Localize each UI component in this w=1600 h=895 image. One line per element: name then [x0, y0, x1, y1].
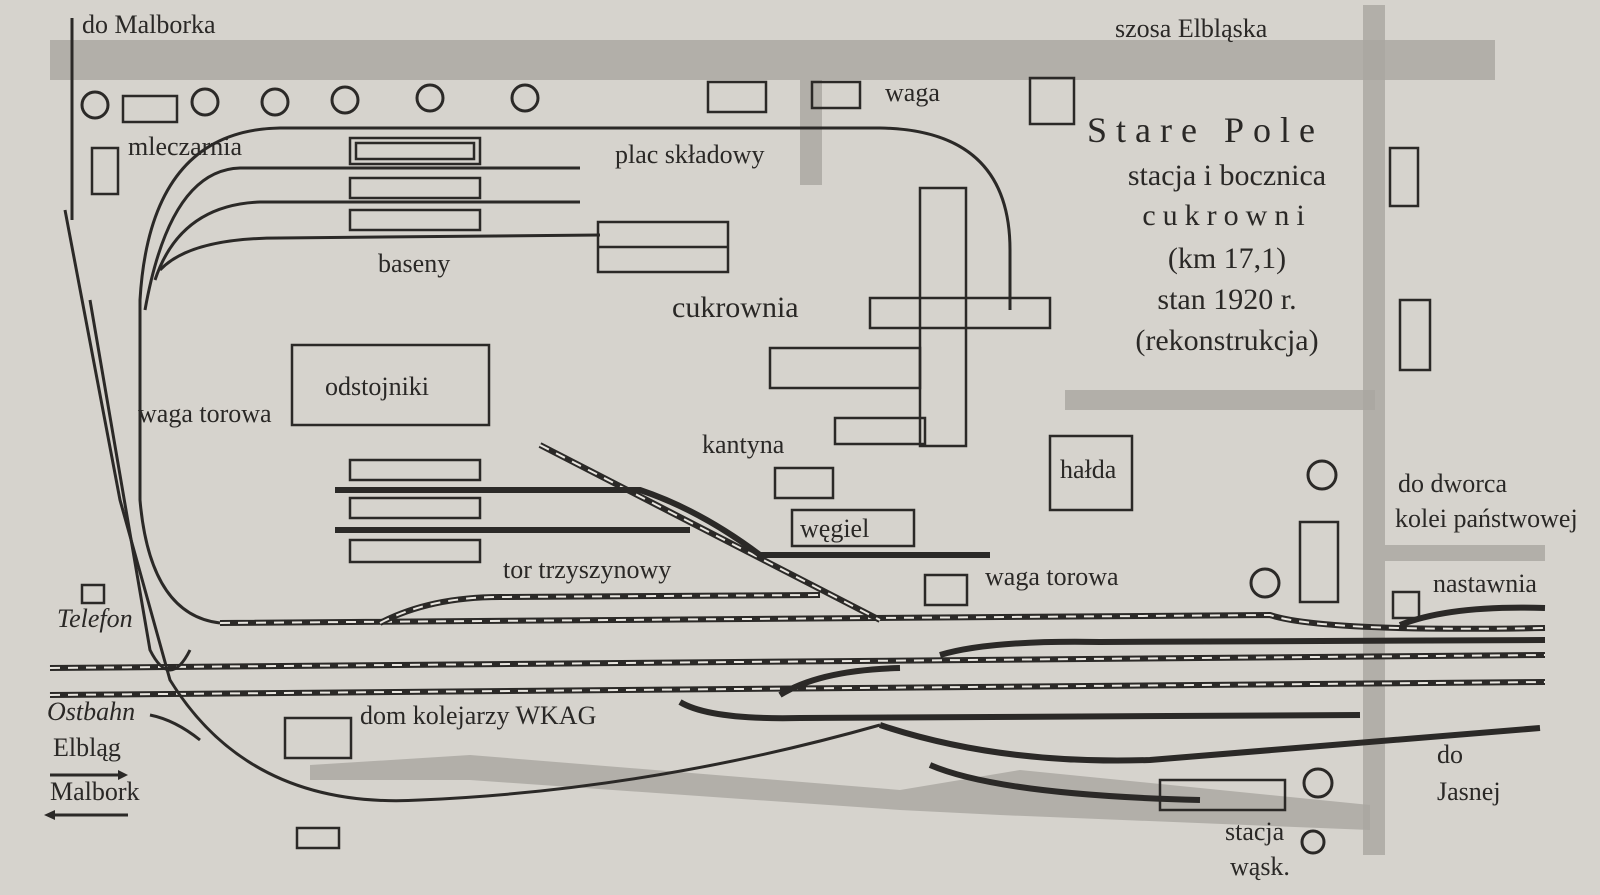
label-do: do	[1437, 740, 1463, 769]
label-cukrownia: cukrownia	[672, 291, 799, 324]
label-do-dworca: do dworca	[1398, 469, 1507, 498]
title-note: (rekonstrukcja)	[1135, 324, 1318, 357]
road-to-station	[1065, 390, 1375, 410]
title-subtitle-2: cukrowni	[1142, 199, 1311, 232]
road-szosa-elblaska	[50, 40, 1495, 80]
label-odstojniki: odstojniki	[325, 372, 429, 401]
label-wegiel: węgiel	[800, 514, 869, 543]
label-waga-torowa-1: waga torowa	[138, 399, 272, 428]
label-telefon: Telefon	[57, 604, 133, 633]
main-tracks	[49, 442, 1546, 803]
label-stacja: stacja	[1225, 817, 1285, 846]
label-halda: hałda	[1060, 455, 1117, 484]
road-vertical-right	[1363, 5, 1385, 855]
label-waga: waga	[885, 78, 940, 107]
arrow-head-right-icon	[118, 770, 128, 780]
odstojniki-box	[290, 343, 491, 427]
title-stare-pole: Stare Pole	[1087, 110, 1324, 150]
label-kantyna: kantyna	[702, 430, 785, 459]
label-nastawnia: nastawnia	[1433, 569, 1537, 598]
title-km: (km 17,1)	[1168, 242, 1286, 275]
title-subtitle-1: stacja i bocznica	[1128, 159, 1326, 192]
label-kolei-panstwowej: kolei państwowej	[1395, 504, 1578, 533]
label-dom-kolejarzy: dom kolejarzy WKAG	[360, 701, 596, 730]
wegiel-box	[790, 508, 916, 548]
road-to-dworzec	[1385, 545, 1545, 561]
buildings	[80, 76, 1432, 850]
siding-tracks	[63, 126, 1012, 803]
label-jasnej: Jasnej	[1437, 777, 1501, 806]
halda-box	[1048, 434, 1134, 512]
label-do-malborka: do Malborka	[82, 10, 216, 39]
label-szosa-elblaska: szosa Elbląska	[1115, 14, 1268, 43]
label-elblag: Elbląg	[53, 733, 121, 762]
label-malbork: Malbork	[50, 777, 140, 806]
label-mleczarnia: mleczarnia	[128, 132, 242, 161]
label-tor-trzyszynowy: tor trzyszynowy	[503, 555, 671, 584]
label-plac-skladowy: plac składowy	[615, 140, 764, 169]
label-waga-torowa-2: waga torowa	[985, 562, 1119, 591]
title-state: stan 1920 r.	[1157, 283, 1296, 316]
label-wask: wąsk.	[1230, 852, 1290, 881]
arrow-head-left-icon	[44, 810, 55, 820]
trees	[80, 83, 1338, 855]
label-ostbahn: Ostbahn	[47, 697, 135, 726]
road-bottom	[310, 755, 1370, 830]
label-baseny: baseny	[378, 249, 450, 278]
road-gray-plac	[800, 80, 822, 185]
